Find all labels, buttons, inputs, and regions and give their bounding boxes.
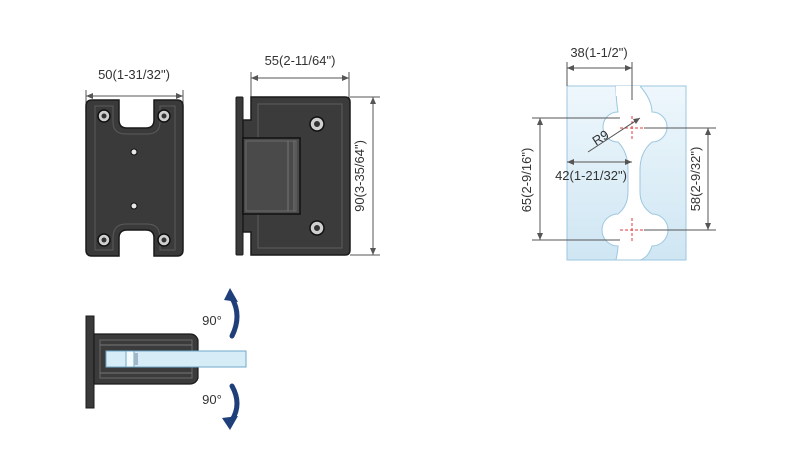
front-center-hole-icon: [130, 202, 138, 210]
side-width-dimension: 55(2-11/64"): [250, 53, 350, 98]
side-door-leaf: [242, 137, 301, 215]
front-screw-icon: [157, 233, 171, 247]
front-hinge-plate: [85, 99, 184, 257]
cutout-left-height-dimension: 65(2-9/16"): [519, 117, 620, 241]
side-height-dimension: 90(3-35/64"): [350, 96, 380, 256]
top-wall-plate: [85, 315, 95, 409]
front-screw-icon: [157, 109, 171, 123]
rotate-down-arrow-icon: [222, 383, 240, 430]
front-screw-icon: [97, 109, 111, 123]
cutout-top-dimension: 38(1-1/2"): [566, 45, 633, 100]
cutout-top-label: 38(1-1/2"): [570, 45, 627, 60]
side-screw-icon: [309, 116, 325, 132]
cutout-mid-dimension: 42(1-21/32"): [555, 159, 632, 183]
side-width-label: 55(2-11/64"): [265, 53, 336, 68]
cutout-right-height-dimension: 58(2-9/32"): [644, 127, 716, 231]
center-mark-icon: [620, 116, 644, 140]
front-width-dimension: 50(1-31/32"): [85, 67, 184, 106]
center-mark-icon: [620, 218, 644, 242]
rotate-up-arrow-icon: [224, 288, 240, 339]
front-width-label: 50(1-31/32"): [98, 67, 170, 82]
glass-cutout-view: 38(1-1/2") R9 42(1-21/32"): [519, 45, 716, 261]
front-screw-icon: [97, 233, 111, 247]
rotate-down-angle-label: 90°: [202, 392, 222, 407]
front-center-hole-icon: [130, 148, 138, 156]
rotate-up-angle-label: 90°: [202, 313, 222, 328]
top-glass-panel: [105, 350, 247, 368]
side-view: 55(2-11/64") 90(3-35/64"): [235, 53, 380, 256]
glass-notch: [601, 85, 669, 261]
side-height-label: 90(3-35/64"): [352, 140, 367, 212]
cutout-right-height-label: 58(2-9/32"): [688, 147, 703, 212]
cutout-left-height-label: 65(2-9/16"): [519, 148, 534, 213]
top-view: 90° 90°: [85, 288, 247, 430]
cutout-mid-label: 42(1-21/32"): [555, 168, 627, 183]
front-view: 50(1-31/32"): [85, 67, 184, 257]
side-screw-icon: [309, 220, 325, 236]
side-wall-plate: [235, 96, 244, 256]
